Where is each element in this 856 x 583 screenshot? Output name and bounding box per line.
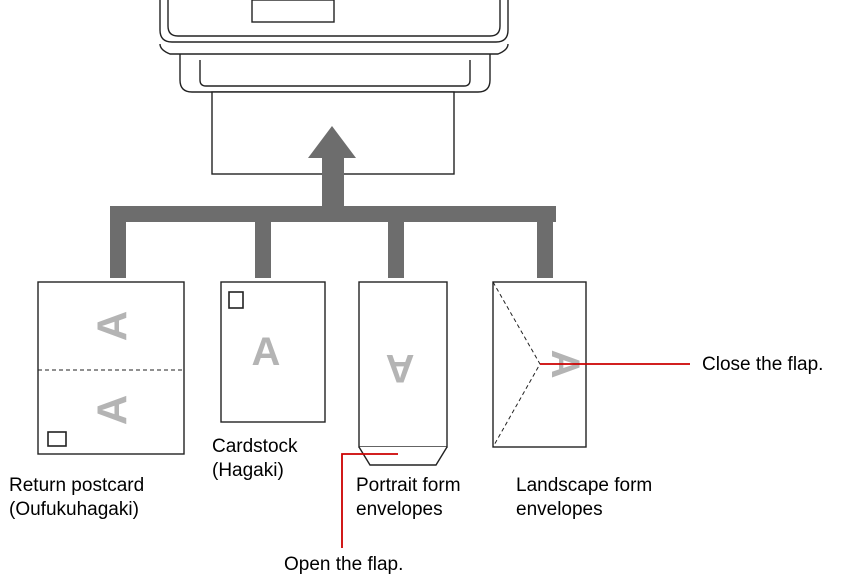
landscape-envelope-label-line1: Landscape form bbox=[516, 475, 653, 496]
open-flap-callout: Open the flap. bbox=[284, 554, 404, 575]
portrait-envelope-label: Portrait form envelopes bbox=[356, 474, 461, 522]
landscape-envelope-label: Landscape form envelopes bbox=[516, 474, 652, 522]
return-postcard-label-line1: Return postcard bbox=[9, 475, 145, 496]
return-postcard-paper: A A bbox=[37, 281, 185, 455]
cardstock-label-line1: Cardstock bbox=[212, 436, 298, 457]
paper-glyph: A bbox=[252, 330, 281, 374]
cardstock-label: Cardstock (Hagaki) bbox=[212, 435, 298, 483]
branch-connector bbox=[110, 126, 556, 278]
portrait-envelope-label-line2: envelopes bbox=[356, 499, 443, 520]
cardstock-paper: A bbox=[220, 281, 326, 423]
feed-direction-arrow bbox=[308, 126, 356, 210]
close-flap-callout: Close the flap. bbox=[702, 354, 824, 375]
stamp-box-icon bbox=[228, 291, 244, 309]
open-flap bbox=[358, 446, 448, 466]
portrait-envelope-label-line1: Portrait form bbox=[356, 475, 461, 496]
paper-glyph: A bbox=[89, 395, 136, 425]
cardstock-label-line2: (Hagaki) bbox=[212, 460, 284, 481]
paper-glyph: A bbox=[89, 311, 136, 341]
return-postcard-label: Return postcard (Oufukuhagaki) bbox=[9, 474, 144, 522]
landscape-envelope-label-line2: envelopes bbox=[516, 499, 603, 520]
stamp-box-icon bbox=[47, 431, 67, 447]
branch-bar bbox=[110, 206, 556, 222]
portrait-envelope-paper: A bbox=[358, 281, 448, 466]
return-postcard-label-line2: (Oufukuhagaki) bbox=[9, 499, 139, 520]
open-flap-callout-line bbox=[341, 453, 398, 548]
paper-glyph: A bbox=[386, 346, 415, 390]
